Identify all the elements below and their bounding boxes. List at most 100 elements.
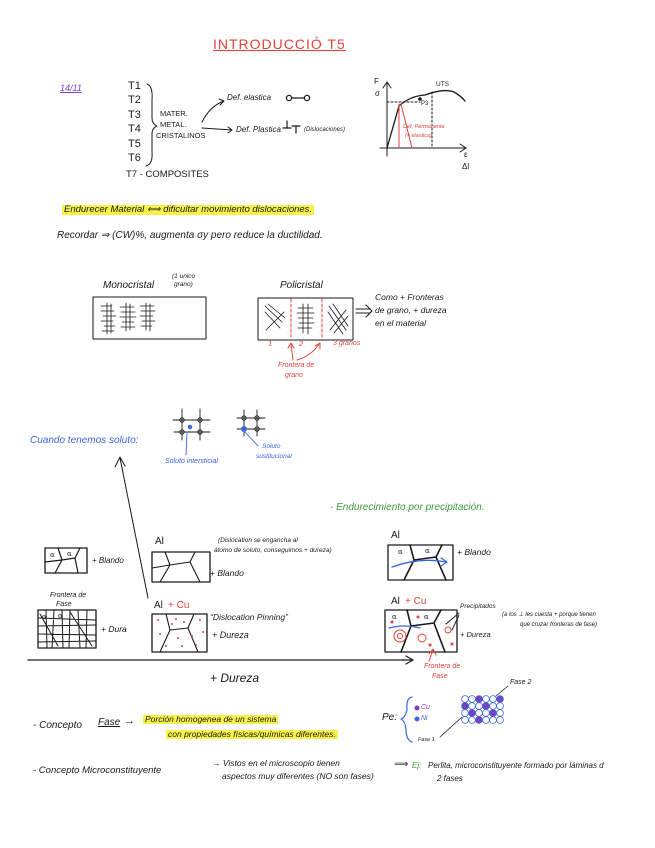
precipitate-particles: [391, 616, 453, 646]
harder-label: + Dureza: [212, 631, 249, 640]
interstitial-solute-sketch: [173, 409, 210, 455]
composites-topic: T7 - COMPOSITES: [126, 170, 209, 180]
elastic-deformation-label: Def. elastica: [227, 94, 271, 102]
hardening-note: Endurecer Material ⟺ dificultar movimien…: [62, 205, 314, 215]
phase-concept-arrow: →: [124, 716, 135, 727]
deformation-arrows: [202, 99, 232, 133]
grain-boundary-label: Frontera de: [278, 362, 314, 369]
cu-label: + Cu: [405, 597, 426, 607]
phase-boundary-arrow: [429, 649, 436, 661]
topic-item: T5: [128, 139, 141, 150]
phase2-label: Fase 2: [510, 679, 531, 686]
alpha-label: α: [424, 613, 429, 621]
page-title: INTRODUCCIÓ T5: [213, 37, 346, 51]
microconstituent-example: 2 fases: [437, 775, 463, 783]
hard-label: + Dura: [101, 625, 127, 634]
grain-number: 2: [299, 340, 303, 348]
substitutional-solute-label: Soluto: [262, 444, 280, 451]
monocrystal-note: (1 unico: [172, 274, 195, 281]
substitutional-solute-label: sustitucional: [256, 454, 292, 461]
substitutional-solute-sketch: [237, 410, 265, 446]
precipitates-label: Precipitados: [460, 604, 496, 611]
phase-boundary-note: (a los ⊥ les cuesta + porque tienen: [502, 612, 596, 618]
monocrystal-box: [93, 297, 206, 339]
alpha-label: α: [58, 612, 63, 620]
grain-conclusion: de grano, + dureza: [375, 306, 447, 315]
alpha-label: α: [42, 613, 47, 621]
graph-permanent-label: Def. Permanente: [403, 125, 445, 131]
phase-concept-prefix: - Concepto: [33, 721, 82, 731]
example-prefix: Ej:: [412, 762, 421, 770]
al-cu-precipitation-grain-lines: [401, 610, 445, 652]
elastic-spring-icon: [286, 95, 309, 100]
grain-boundary-label: grano: [285, 372, 303, 379]
topic-item: T2: [128, 95, 141, 106]
dislocation-note: (Dislocation se engancha al: [218, 538, 298, 545]
phase-boundary-note: que cruzar fronteras de fase): [520, 622, 597, 628]
cu-label: + Cu: [168, 601, 189, 611]
phase-boundary-label: Fase: [56, 601, 72, 608]
ni-legend-dot: [415, 717, 419, 721]
soft-label: + Blando: [457, 548, 491, 557]
topic-item: T3: [128, 110, 141, 121]
dislocation-pinning-label: “Dislocation Pinning”: [210, 613, 288, 622]
soft-label: + Blando: [92, 557, 124, 565]
microconstituent-definition: → Vistos en el microscopio tienen: [212, 759, 340, 768]
topic-item: T4: [128, 124, 141, 135]
grain-boundary-arrows: [288, 343, 320, 360]
topic-group-label: METAL.: [160, 121, 187, 129]
graph-force-label: F: [374, 78, 379, 86]
grain-number: 1: [268, 340, 272, 348]
topic-group-label: MATER.: [160, 110, 188, 118]
graph-not-elastic-label: (≠ elastica): [405, 134, 432, 140]
solute-link-arrow: [115, 457, 148, 598]
remember-note: Recordar ⇒ (CW)%, augmenta σy pero reduc…: [57, 231, 323, 241]
precipitation-dislocation-line: [389, 626, 420, 628]
topics-bracket: [146, 84, 157, 166]
al-label: Al: [391, 531, 400, 541]
microconstituent-example: Perlita, microconstituyente formado por …: [428, 762, 604, 770]
grain-conclusion: Como + Fronteras: [375, 293, 444, 302]
alpha-label: α: [398, 548, 403, 556]
date-label: 14/11: [60, 84, 82, 93]
dislocations-label: (Dislocaciones): [304, 127, 345, 133]
conclusion-arrow: [356, 305, 372, 317]
polycrystal-hatching: [265, 304, 348, 334]
precipitation-title: - Endurecimiento por precipitación.: [330, 503, 485, 513]
phase-boundary-label: Frontera de: [424, 663, 460, 670]
grain-boundaries: [291, 299, 322, 339]
hardness-axis-label: + Dureza: [210, 672, 259, 684]
yield-point: [419, 98, 422, 101]
al-cu-solution-box: [152, 614, 207, 652]
graph-strain-label: ε: [464, 151, 468, 159]
phase-definition: Porción homogenea de un sistema: [143, 715, 278, 724]
plastic-deformation-label: Def. Plastica: [236, 126, 281, 134]
phase2-pointer: [496, 686, 508, 696]
alpha-label: α: [392, 613, 397, 621]
grain-conclusion: en el material: [375, 319, 426, 328]
hardness-axis-arrow: [28, 656, 413, 664]
phase-definition: con propiedades físicas/químicas diferen…: [166, 730, 338, 739]
graph-elongation-label: Δl: [462, 163, 469, 171]
microconstituent-title: - Concepto Microconstituyente: [33, 766, 161, 776]
stress-strain-graph: [380, 82, 466, 156]
example-bracket: [401, 697, 412, 742]
harder-label: + Dureza: [460, 631, 491, 639]
soft-label: + Blando: [210, 569, 244, 578]
al-label: Al: [155, 537, 164, 547]
phase-concept-word: Fase: [98, 718, 120, 728]
al-solution-grain-lines: [152, 552, 200, 582]
alpha-label: α: [50, 551, 55, 559]
grain-count-label: 3 granos: [333, 340, 360, 347]
graph-point-label: P3: [421, 101, 428, 107]
polycrystal-title: Policristal: [280, 281, 323, 291]
interstitial-solute-label: Soluto intersticial: [165, 458, 218, 465]
ni-legend-label: Ni: [421, 715, 428, 722]
example-label: Pe:: [382, 713, 397, 723]
al-label: Al: [154, 601, 163, 611]
phase-atom-cluster: [462, 696, 504, 724]
alpha-label: α: [67, 550, 72, 558]
phase-boundary-label: Fase: [432, 673, 448, 680]
cu-legend-dot: [415, 706, 419, 710]
monocrystal-hatching: [101, 303, 155, 334]
